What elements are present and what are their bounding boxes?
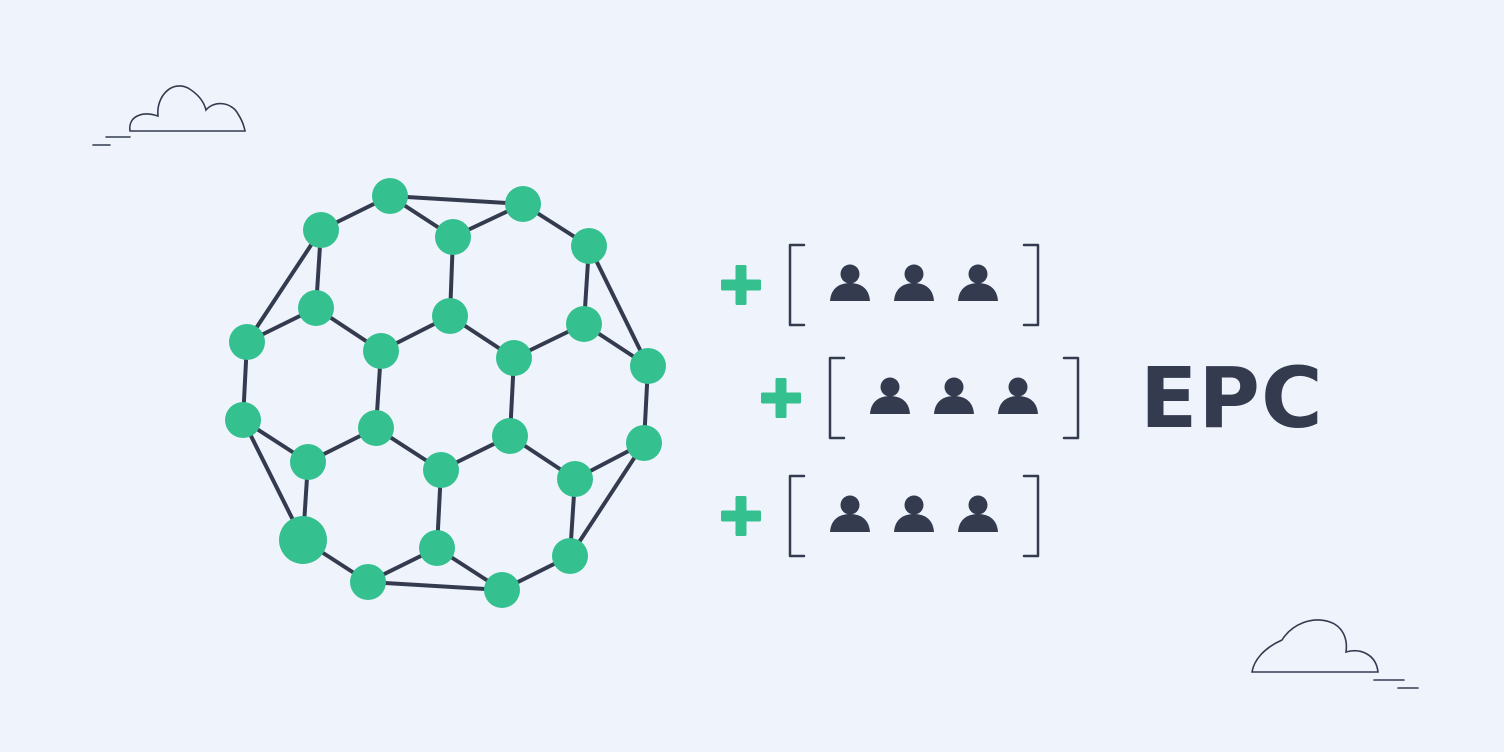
molecule-bond [366,580,504,592]
person-icon [830,264,870,301]
person-head [904,495,924,515]
person-icon [870,377,910,414]
molecule-atom [435,219,471,255]
molecule-bond [245,228,323,344]
person-body [830,283,870,301]
molecule-atom [419,530,455,566]
person-head [968,264,988,284]
molecule-bond [388,194,525,206]
molecule-atom [557,461,593,497]
molecule-atom [303,212,339,248]
person-head [840,264,860,284]
molecule-atom [566,306,602,342]
plus-vertical [775,378,787,418]
molecule-atom [372,178,408,214]
molecule-atom [358,410,394,446]
person-body [998,396,1038,414]
molecule-atom [496,340,532,376]
person-head [1008,377,1028,397]
person-body [870,396,910,414]
person-icon [894,264,934,301]
person-icon [998,377,1038,414]
plus-vertical [735,265,747,305]
left-bracket [828,356,846,440]
person-icon [958,264,998,301]
person-head [840,495,860,515]
molecule-nodes [225,178,666,608]
epc-label: EPC [1140,349,1324,447]
person-icon [934,377,974,414]
molecule-atom [432,298,468,334]
molecule-atom [552,538,588,574]
molecule-atom [423,452,459,488]
person-body [894,283,934,301]
cloud-icon [92,85,246,146]
molecule-atom [350,564,386,600]
person-icon [958,495,998,532]
molecule-atom [571,228,607,264]
person-head [944,377,964,397]
person-icon [830,495,870,532]
left-bracket [788,243,806,327]
people-group [761,356,1080,440]
molecule-atom [363,333,399,369]
plus-vertical [735,496,747,536]
molecule-bond [568,441,646,558]
people-group [721,474,1040,558]
right-bracket [1022,474,1040,558]
person-body [958,514,998,532]
plus-icon [721,265,761,305]
person-icon [894,495,934,532]
molecule-atom [225,402,261,438]
plus-icon [721,496,761,536]
person-head [904,264,924,284]
cloud-icon [1251,619,1419,689]
molecule-atom [492,418,528,454]
people-groups [721,243,1080,558]
molecule-atom [229,324,265,360]
person-head [880,377,900,397]
molecule-atom [279,516,327,564]
right-bracket [1062,356,1080,440]
people-group [721,243,1040,327]
molecule-atom [298,290,334,326]
molecule-atom [505,186,541,222]
person-head [968,495,988,515]
molecule-bond [587,244,650,368]
person-body [894,514,934,532]
person-body [958,283,998,301]
person-body [934,396,974,414]
molecule-atom [626,425,662,461]
molecule-atom [290,444,326,480]
plus-icon [761,378,801,418]
left-bracket [788,474,806,558]
right-bracket [1022,243,1040,327]
person-body [830,514,870,532]
molecule-atom [484,572,520,608]
molecule-atom [630,348,666,384]
